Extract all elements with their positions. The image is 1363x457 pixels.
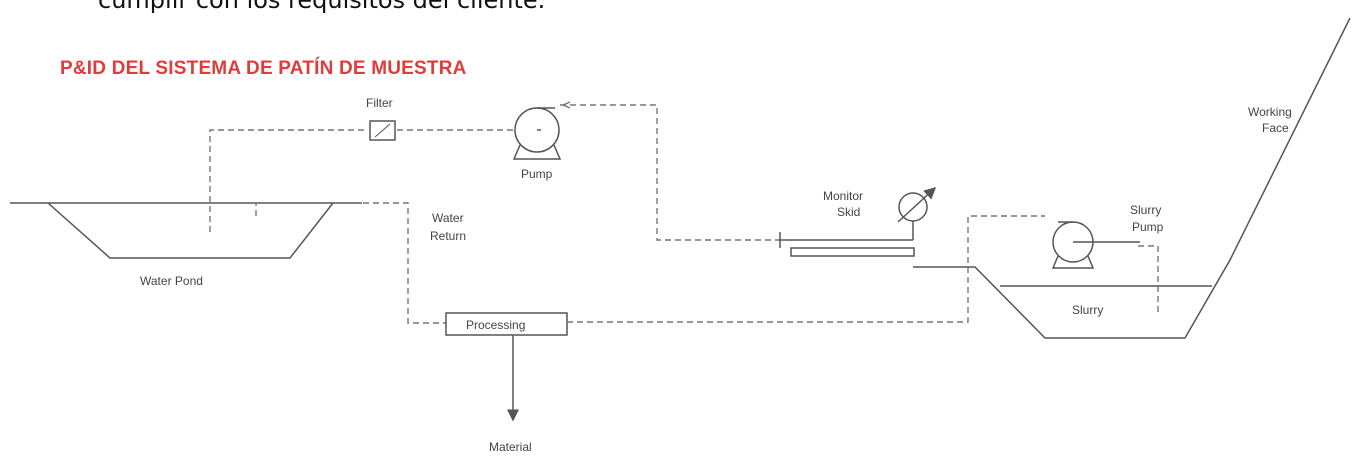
suction-line bbox=[209, 129, 368, 232]
working-face-label-2: Face bbox=[1262, 121, 1289, 135]
material-label: Material bbox=[489, 440, 532, 454]
header-text: cumplir con los requisitos del cliente. bbox=[98, 0, 546, 14]
diagram-title: P&ID DEL SISTEMA DE PATÍN DE MUESTRA bbox=[60, 58, 467, 79]
slurry-pump-symbol bbox=[1051, 221, 1140, 269]
water-pond bbox=[10, 202, 362, 259]
pump-label: Pump bbox=[521, 167, 553, 181]
processing-label: Processing bbox=[466, 318, 525, 332]
slurry-feed-line bbox=[567, 215, 1045, 323]
working-face-label-1: Working bbox=[1248, 105, 1292, 119]
slurry-pump-outlet-line bbox=[1138, 245, 1159, 312]
filter-label: Filter bbox=[366, 96, 393, 110]
pump-symbol bbox=[512, 107, 562, 160]
slurry-pump-label-1: Slurry bbox=[1130, 203, 1161, 217]
water-pond-label: Water Pond bbox=[140, 274, 203, 288]
filter-symbol bbox=[369, 120, 396, 141]
monitor-skid-label-2: Skid bbox=[837, 205, 860, 219]
slurry-label: Slurry bbox=[1072, 303, 1103, 317]
discharge-line bbox=[560, 104, 780, 241]
water-return-label-1: Water bbox=[432, 211, 464, 225]
processing-box bbox=[445, 312, 568, 336]
water-return-label-2: Return bbox=[430, 229, 466, 243]
slurry-pump-label-2: Pump bbox=[1132, 220, 1164, 234]
water-return-line bbox=[255, 202, 446, 324]
monitor-skid-label-1: Monitor bbox=[823, 189, 863, 203]
monitor-skid bbox=[779, 186, 937, 257]
slurry-pit bbox=[913, 17, 1351, 339]
